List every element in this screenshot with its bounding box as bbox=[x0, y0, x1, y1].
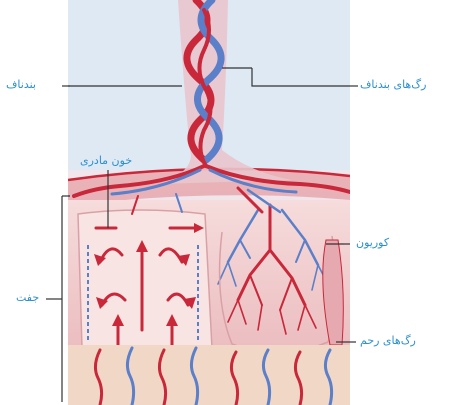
label-chorion: کوریون bbox=[356, 236, 389, 249]
intervillous-space bbox=[78, 210, 212, 354]
label-uterine-vessels: رگ‌های رحم bbox=[360, 334, 416, 347]
label-maternal-blood: خون مادری bbox=[80, 154, 132, 167]
label-placenta: جفت bbox=[16, 291, 39, 304]
uterine-wall bbox=[68, 345, 350, 405]
label-umbilical-vessels: رگ‌های بندناف bbox=[360, 78, 426, 91]
label-umbilical-cord: بندناف bbox=[6, 78, 36, 91]
